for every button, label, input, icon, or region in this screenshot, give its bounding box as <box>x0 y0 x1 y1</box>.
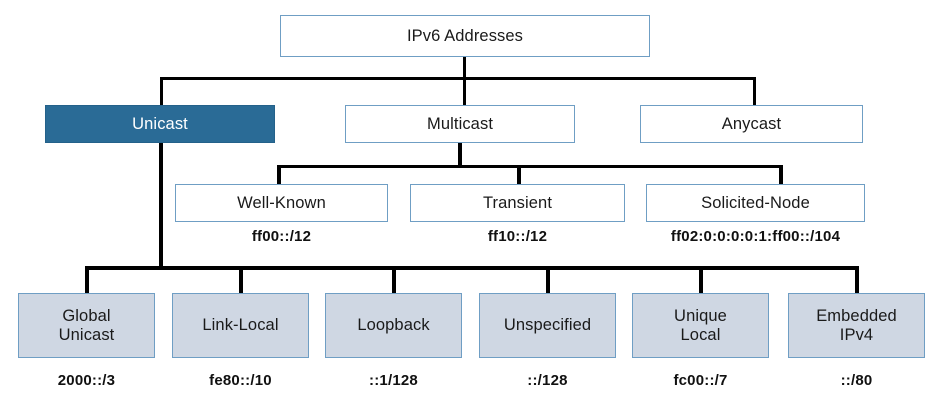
node-label-loopback-line1: Loopback <box>357 316 430 335</box>
prefix-solicited-node: ff02:0:0:0:0:1:ff00::/104 <box>670 228 841 245</box>
node-link-local: Link-Local <box>172 293 309 358</box>
node-global-unicast: Global Unicast <box>18 293 155 358</box>
prefix-global-unicast: 2000::/3 <box>57 372 116 389</box>
node-label-unique-local-line2: Local <box>680 325 721 344</box>
node-embedded-ipv4: Embedded IPv4 <box>788 293 925 358</box>
node-label-unicast: Unicast <box>132 114 188 133</box>
connector-multicast-bus <box>277 165 783 168</box>
node-transient: Transient <box>410 184 625 222</box>
connector-unicast-stem <box>159 143 163 268</box>
prefix-transient: ff10::/12 <box>487 228 548 245</box>
connector-drop-multicast <box>463 77 466 105</box>
connector-root-stem <box>463 57 466 79</box>
connector-drop-unspecified <box>546 266 550 293</box>
prefix-unique-local: fc00::/7 <box>673 372 728 389</box>
prefix-unspecified: ::/128 <box>527 372 568 389</box>
connector-drop-well-known <box>277 165 281 185</box>
node-unicast: Unicast <box>45 105 275 143</box>
connector-drop-link-local <box>239 266 243 293</box>
node-unique-local: Unique Local <box>632 293 769 358</box>
node-label-ipv6-addresses: IPv6 Addresses <box>406 26 524 45</box>
node-well-known: Well-Known <box>175 184 388 222</box>
node-ipv6-addresses: IPv6 Addresses <box>280 15 650 57</box>
node-label-embedded-ipv4-line1: Embedded <box>816 307 897 326</box>
prefix-link-local: fe80::/10 <box>209 372 272 389</box>
connector-drop-transient <box>517 165 521 185</box>
prefix-loopback: ::1/128 <box>369 372 418 389</box>
connector-drop-unique-local <box>699 266 703 293</box>
node-label-embedded-ipv4-line2: IPv4 <box>839 325 874 344</box>
node-label-anycast: Anycast <box>721 114 782 133</box>
connector-unicast-bus <box>85 266 859 270</box>
node-label-global-unicast-line1: Global <box>62 307 111 326</box>
node-loopback: Loopback <box>325 293 462 358</box>
connector-drop-global-unicast <box>85 266 89 293</box>
connector-drop-loopback <box>392 266 396 293</box>
node-label-link-local-line1: Link-Local <box>202 316 279 335</box>
node-label-solicited-node: Solicited-Node <box>701 193 810 212</box>
prefix-well-known: ff00::/12 <box>251 228 312 245</box>
connector-drop-unicast <box>160 77 163 105</box>
node-solicited-node: Solicited-Node <box>646 184 865 222</box>
node-label-unique-local-line1: Unique <box>674 307 727 326</box>
connector-drop-solicited-node <box>779 165 783 185</box>
node-label-multicast: Multicast <box>427 114 493 133</box>
node-multicast: Multicast <box>345 105 575 143</box>
connector-drop-embedded-ipv4 <box>855 266 859 293</box>
connector-multicast-stem <box>458 143 462 165</box>
node-label-well-known: Well-Known <box>237 193 326 212</box>
prefix-embedded-ipv4: ::/80 <box>840 372 873 389</box>
node-anycast: Anycast <box>640 105 863 143</box>
connector-level2-bus <box>160 77 756 80</box>
node-label-unspecified-line1: Unspecified <box>503 316 592 335</box>
node-label-global-unicast-line2: Unicast <box>58 325 115 344</box>
connector-drop-anycast <box>753 77 756 105</box>
node-unspecified: Unspecified <box>479 293 616 358</box>
node-label-transient: Transient <box>482 193 553 212</box>
